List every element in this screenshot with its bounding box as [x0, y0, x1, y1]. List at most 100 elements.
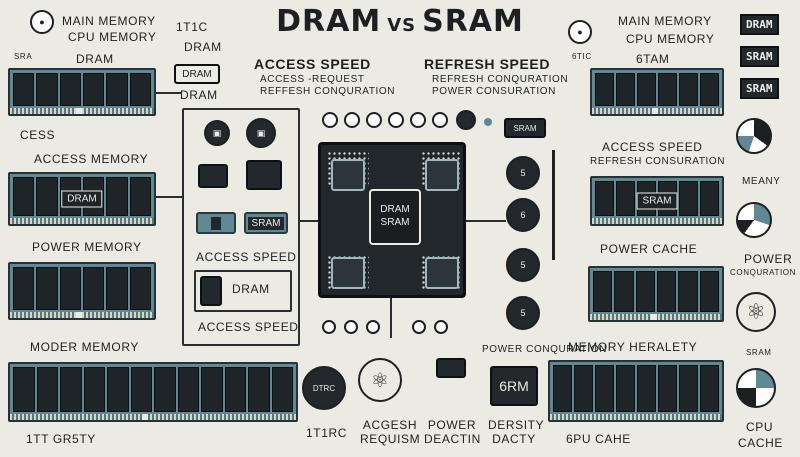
- module-tag: DRAM: [61, 190, 103, 208]
- chip-circle-icon: 5: [506, 156, 540, 190]
- cpu-core-line1: DRAM: [380, 204, 410, 215]
- top-refresh-conq2: REFRESH CONQURATION: [432, 74, 569, 85]
- memory-module: [590, 68, 724, 116]
- dram-box: DRAM: [174, 64, 220, 84]
- top-refresh-config: REFFESH CONQURATION: [260, 86, 396, 97]
- chip-circle-icon: 6: [506, 198, 540, 232]
- srm-chip: 6RM: [490, 366, 538, 406]
- bottom-density: DERSITY DACTY: [488, 418, 545, 446]
- lock-icon: ●: [568, 20, 592, 44]
- circle-icon: [322, 112, 338, 128]
- chip-icon: ▣: [246, 118, 276, 148]
- right-power-cache: POWER CACHE: [600, 242, 698, 256]
- sram-tile: SRAM: [740, 46, 779, 67]
- chip-square: [246, 160, 282, 190]
- center-dram-label: DRAM: [184, 40, 222, 54]
- connector-line: [300, 220, 318, 222]
- chip-teal: [196, 212, 236, 234]
- module-tag: SRAM: [636, 192, 678, 210]
- pie-icon: [736, 368, 776, 408]
- left-access-memory-label: ACCESS MEMORY: [34, 152, 149, 166]
- center-dram-in-frame: DRAM: [232, 282, 270, 296]
- right-bottom-label: 6PU CAHE: [566, 432, 631, 446]
- title-sram: SRAM: [422, 4, 524, 39]
- bottom-access-request: ACGESH REQUISM: [360, 418, 421, 446]
- center-dram-small-label: DRAM: [180, 88, 218, 102]
- far-right-cache: CACHE: [738, 436, 784, 450]
- title-vs: VS: [387, 15, 417, 36]
- left-small-tag: SRA: [14, 52, 33, 61]
- atom-icon: ⚛: [358, 358, 402, 402]
- circle-icon: [344, 112, 360, 128]
- memory-module-sram: SRAM: [590, 176, 724, 226]
- dram-tile: DRAM: [740, 14, 779, 35]
- far-right-meany: MEANY: [742, 176, 781, 187]
- chip-icon: ▣: [204, 120, 230, 146]
- memory-module-wide: [548, 360, 724, 422]
- chip-circle-icon: 5: [506, 296, 540, 330]
- bottom-1t1rc: 1T1RC: [306, 426, 348, 440]
- center-access-speed-b: ACCESS SPEED: [198, 320, 299, 334]
- left-header-main-memory: MAIN MEMORY: [62, 14, 156, 28]
- chip-square: [200, 276, 222, 306]
- top-access-speed: ACCESS SPEED: [254, 56, 371, 72]
- sram-small-chip: SRAM: [504, 118, 546, 138]
- gear-icon: DTRC: [302, 366, 346, 410]
- right-small-tag: 6TIC: [572, 52, 592, 61]
- left-dram-label: DRAM: [76, 52, 114, 66]
- cpu-subchip: [331, 159, 365, 191]
- left-bottom-label: 1TT GR5TY: [26, 432, 96, 446]
- cpu-chip: DRAM SRAM: [318, 142, 466, 298]
- connector-line: [156, 92, 182, 94]
- memory-module-dram: DRAM: [8, 172, 156, 226]
- cpu-core: DRAM SRAM: [369, 189, 421, 245]
- atom-icon: ⚛: [736, 292, 776, 332]
- barcode-chip: [436, 358, 466, 378]
- right-header-cpu-memory: CPU MEMORY: [626, 32, 715, 46]
- gear-icon-label: DTRC: [312, 383, 336, 393]
- memory-module: [8, 262, 156, 320]
- left-moder-memory-label: MODER MEMORY: [30, 340, 139, 354]
- bottom-memory-hierarchy: MEMORY HERALETY: [568, 340, 698, 354]
- memory-module-wide: [8, 362, 298, 422]
- connector-line: [466, 220, 506, 222]
- srm-chip-label: 6RM: [499, 378, 529, 394]
- dram-frame: [194, 270, 292, 312]
- left-cess-label: CESS: [20, 128, 56, 142]
- circle-icon: [456, 110, 476, 130]
- left-power-memory-label: POWER MEMORY: [32, 240, 142, 254]
- dram-box-label: DRAM: [182, 68, 212, 80]
- left-header-cpu-memory: CPU MEMORY: [68, 30, 157, 44]
- connector-line: [390, 298, 392, 338]
- center-left-frame: [182, 108, 300, 346]
- top-refresh-speed: REFRESH SPEED: [424, 56, 551, 72]
- pie-icon: [736, 202, 772, 238]
- memory-module: [588, 266, 724, 322]
- right-access-speed: ACCESS SPEED: [602, 140, 703, 154]
- right-sram-label: 6TAM: [636, 52, 670, 66]
- teal-dot-icon: [484, 118, 492, 126]
- far-right-conquration: CONQURATION: [730, 268, 797, 277]
- memory-module: [8, 68, 156, 116]
- circle-icon: [432, 112, 448, 128]
- circle-icon: [322, 320, 336, 334]
- circle-icon: [410, 112, 426, 128]
- top-access-request: ACCESS -REQUEST: [260, 74, 365, 85]
- circle-icon: [366, 112, 382, 128]
- sram-tile: SRAM: [740, 78, 779, 99]
- circle-icon: [366, 320, 380, 334]
- cpu-subchip: [425, 257, 459, 289]
- circle-icon: [434, 320, 448, 334]
- far-right-sram-small: SRAM: [746, 348, 772, 357]
- right-refresh-consuration: REFRESH CONSURATION: [590, 156, 726, 167]
- title-dram: DRAM: [276, 4, 382, 39]
- sram-small-chip-label: SRAM: [513, 123, 537, 133]
- top-power-consumption: POWER CONSURATION: [432, 86, 556, 97]
- chip-circle-icon: 5: [506, 248, 540, 282]
- circle-icon: [388, 112, 404, 128]
- center-access-speed-a: ACCESS SPEED: [196, 250, 297, 264]
- center-1t1c-label: 1T1C: [176, 20, 208, 34]
- chip-square: [198, 164, 228, 188]
- bottom-power-conq: POWER CONQURATION: [482, 344, 608, 355]
